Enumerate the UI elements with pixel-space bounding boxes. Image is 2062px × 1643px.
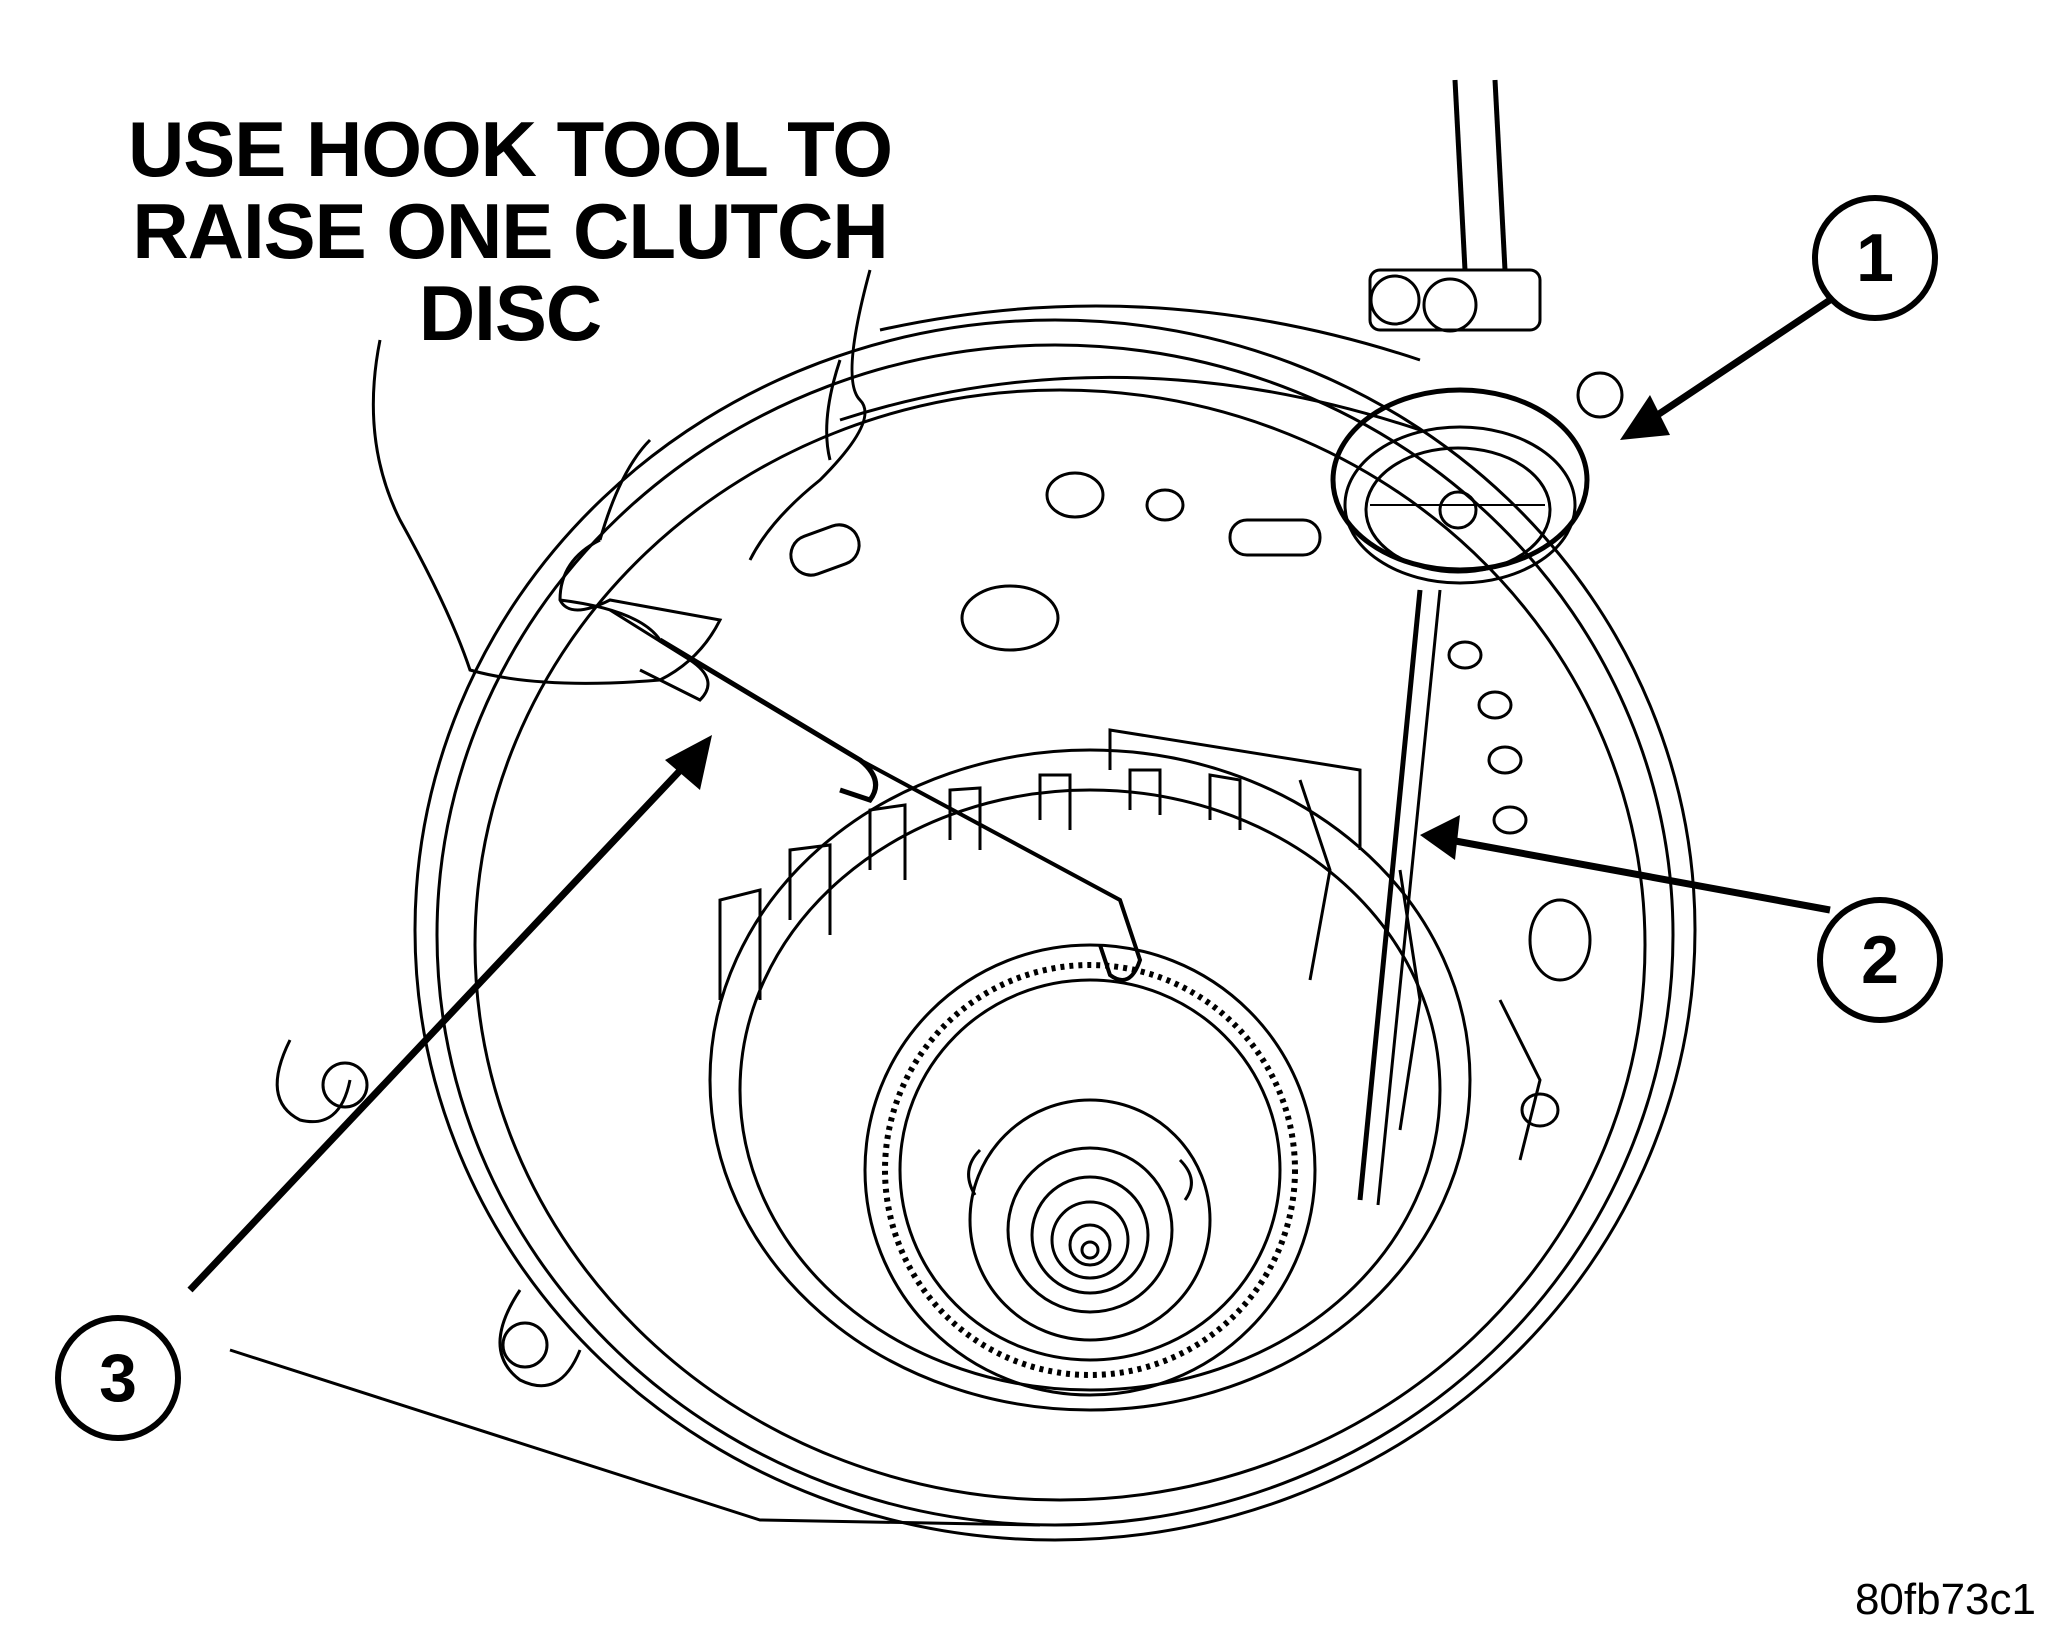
callout-number-1: 1 bbox=[1856, 220, 1894, 296]
hook-tool bbox=[609, 608, 1143, 982]
caption-line-3: DISC bbox=[418, 269, 602, 357]
callout-number-2: 2 bbox=[1861, 922, 1899, 998]
callout-circle-3 bbox=[55, 1315, 181, 1441]
reaction-plate bbox=[789, 304, 1592, 1128]
dial-indicator bbox=[1330, 79, 1624, 1206]
clutch-hub bbox=[863, 943, 1317, 1397]
callout-circle-2 bbox=[1817, 897, 1943, 1023]
arrowhead-2 bbox=[1420, 815, 1460, 860]
callout-circle-1 bbox=[1812, 195, 1938, 321]
callout-number-3: 3 bbox=[99, 1340, 137, 1416]
caption-line-1: USE HOOK TOOL TO bbox=[127, 105, 893, 193]
callout-leaders bbox=[187, 297, 1832, 1293]
clutch-pack bbox=[708, 728, 1472, 1412]
hand bbox=[371, 269, 872, 685]
figure-id: 80fb73c1 bbox=[1854, 1575, 2036, 1624]
transmission-case bbox=[229, 318, 1697, 1542]
caption-line-2: RAISE ONE CLUTCH bbox=[132, 187, 888, 275]
arrowhead-3 bbox=[665, 735, 712, 790]
arrowhead-1 bbox=[1620, 395, 1670, 440]
instruction-caption: USE HOOK TOOL TO RAISE ONE CLUTCH DISC bbox=[60, 108, 960, 354]
